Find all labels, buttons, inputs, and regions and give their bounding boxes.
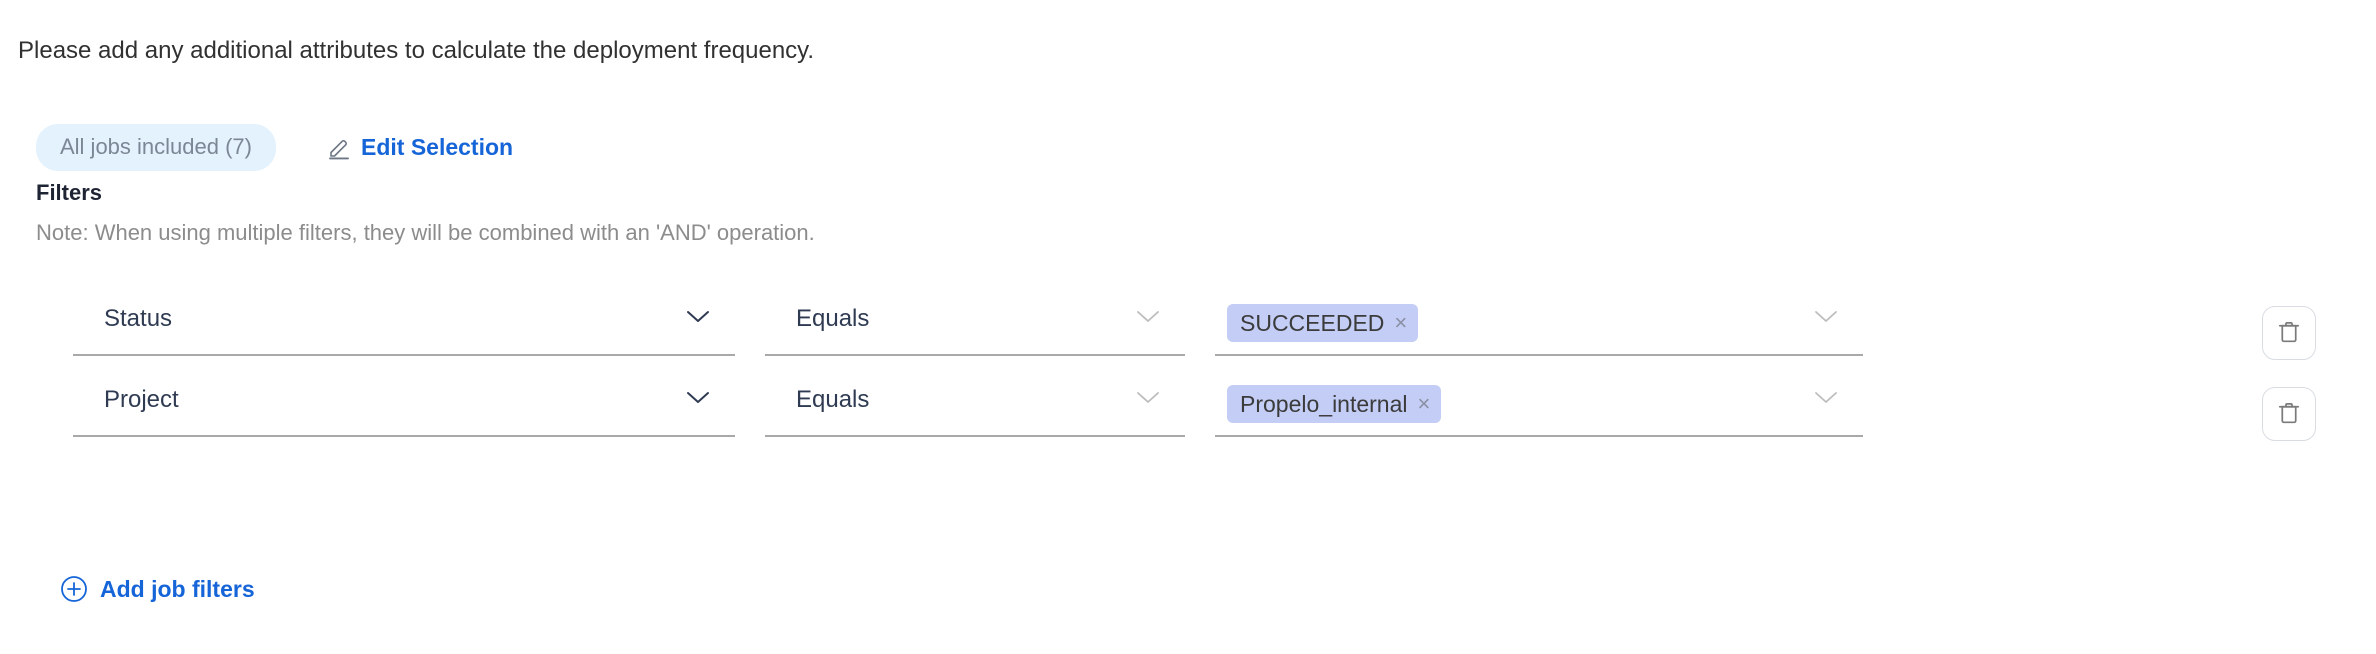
delete-filter-button[interactable]	[2262, 306, 2316, 360]
filter-row: Project Equals Propelo_internal ×	[0, 381, 2376, 441]
filter-operator-select[interactable]: Equals	[765, 381, 1185, 437]
filter-attribute-select[interactable]: Status	[73, 300, 735, 356]
close-icon[interactable]: ×	[1417, 391, 1431, 416]
add-job-filters-button[interactable]: Add job filters	[60, 575, 255, 603]
chevron-down-icon[interactable]	[1813, 389, 1839, 405]
filter-operator-value: Equals	[796, 386, 870, 413]
filter-operator-value: Equals	[796, 305, 870, 332]
filter-attribute-value: Status	[104, 305, 173, 332]
filter-value-chip[interactable]: Propelo_internal ×	[1227, 385, 1442, 423]
filter-operator-select[interactable]: Equals	[765, 300, 1185, 356]
edit-selection-label: Edit Selection	[360, 134, 514, 160]
delete-filter-button[interactable]	[2262, 387, 2316, 441]
page-description: Please add any additional attributes to …	[18, 37, 815, 64]
chevron-down-icon[interactable]	[1135, 308, 1161, 324]
chevron-down-icon[interactable]	[1813, 308, 1839, 324]
chevron-down-icon[interactable]	[1135, 389, 1161, 405]
filter-value-chip[interactable]: SUCCEEDED ×	[1227, 304, 1419, 342]
filter-attribute-value: Project	[104, 386, 179, 413]
filter-value-chip-label: SUCCEEDED	[1240, 309, 1385, 336]
filters-heading: Filters	[36, 180, 103, 205]
jobs-selection-row: All jobs included (7) Edit Selection	[36, 124, 513, 171]
filter-value-chip-label: Propelo_internal	[1240, 390, 1408, 417]
add-job-filters-label: Add job filters	[100, 575, 255, 602]
plus-circle-icon	[60, 575, 88, 603]
filter-row: Status Equals SUCCEEDED ×	[0, 300, 2376, 360]
trash-icon	[2276, 319, 2302, 348]
filter-value-select[interactable]: Propelo_internal ×	[1215, 381, 1863, 437]
filters-note: Note: When using multiple filters, they …	[36, 220, 815, 245]
edit-selection-button[interactable]: Edit Selection	[327, 136, 513, 160]
close-icon[interactable]: ×	[1394, 310, 1408, 335]
all-jobs-included-badge: All jobs included (7)	[36, 124, 276, 171]
pencil-icon	[327, 136, 351, 160]
trash-icon	[2276, 400, 2302, 429]
chevron-down-icon[interactable]	[685, 308, 711, 324]
chevron-down-icon[interactable]	[685, 389, 711, 405]
filter-attribute-select[interactable]: Project	[73, 381, 735, 437]
filter-value-select[interactable]: SUCCEEDED ×	[1215, 300, 1863, 356]
